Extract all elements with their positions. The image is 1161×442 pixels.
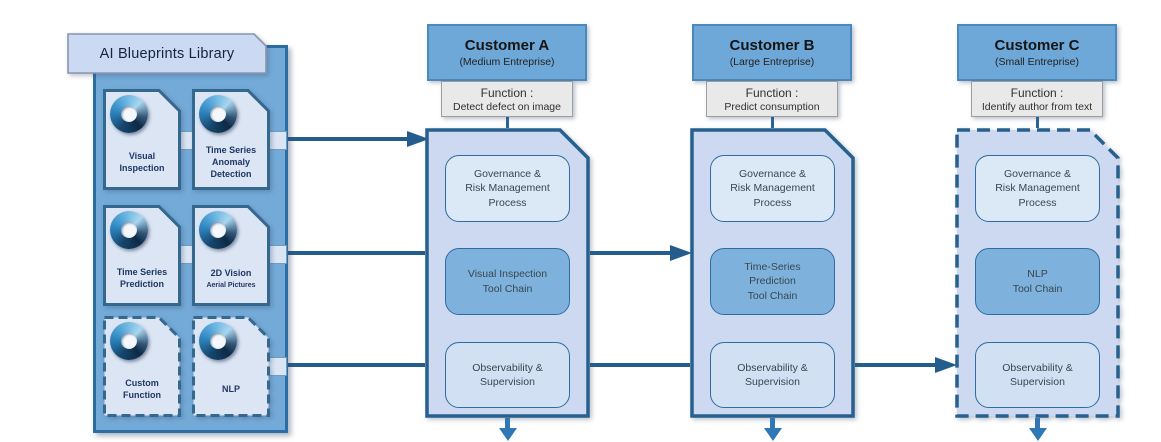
customer-c-column: Customer C (Small Entreprise) Function :…: [955, 0, 1120, 442]
library-header-plate: [67, 33, 267, 74]
card-label: Visual Inspection: [119, 151, 165, 173]
card-custom-function: Custom Function: [103, 316, 181, 417]
card-ts-anomaly-detection: Time Series Anomaly Detection: [192, 89, 270, 190]
arrow-line-b-to-c: [855, 363, 936, 367]
function-desc: Identify author from text: [981, 100, 1093, 113]
header-body-connector: [1036, 117, 1039, 128]
header-body-connector: [506, 117, 509, 128]
arrowhead-customer-c: [935, 357, 957, 373]
customer-b-header: Customer B (Large Entreprise): [692, 24, 852, 81]
output-arrow-shaft: [1035, 418, 1040, 429]
blueprint-swirl-icon: [110, 322, 148, 360]
governance-box: Governance & Risk Management Process: [710, 155, 835, 222]
swirl-hole: [210, 333, 226, 349]
observability-label: Observability & Supervision: [1002, 361, 1073, 388]
customer-a-column: Customer A (Medium Entreprise) Function …: [425, 0, 590, 442]
customer-name: Customer A: [464, 37, 550, 54]
arrowhead-customer-a: [407, 131, 429, 147]
function-title: Function :: [1010, 85, 1064, 100]
arrow-line-library-to-a-row3: [286, 363, 425, 367]
swirl-hole: [121, 222, 137, 238]
customer-a-function-box: Function : Detect defect on image: [441, 81, 573, 117]
customer-a-header: Customer A (Medium Entreprise): [427, 24, 587, 81]
toolchain-box: NLP Tool Chain: [975, 248, 1100, 315]
function-desc: Predict consumption: [724, 100, 820, 113]
customer-b-column: Customer B (Large Entreprise) Function :…: [690, 0, 855, 442]
customer-b-function-box: Function : Predict consumption: [706, 81, 838, 117]
header-body-connector: [771, 117, 774, 128]
customer-segment: (Small Entreprise): [994, 56, 1080, 68]
toolchain-label: Visual Inspection Tool Chain: [467, 268, 548, 295]
customer-segment: (Medium Entreprise): [459, 56, 555, 68]
observability-box: Observability & Supervision: [710, 342, 835, 408]
toolchain-label: NLP Tool Chain: [1012, 268, 1063, 295]
arrowhead-customer-b: [670, 245, 692, 261]
governance-box: Governance & Risk Management Process: [445, 155, 570, 222]
customer-name: Customer B: [729, 37, 815, 54]
blueprint-swirl-icon: [199, 95, 237, 133]
function-title: Function :: [745, 85, 799, 100]
observability-box: Observability & Supervision: [975, 342, 1100, 408]
card-label: Time Series Anomaly Detection: [205, 145, 257, 179]
swirl-hole: [210, 106, 226, 122]
card-ts-prediction: Time Series Prediction: [103, 205, 181, 306]
card-nlp: NLP: [192, 316, 270, 417]
customer-c-function-box: Function : Identify author from text: [971, 81, 1103, 117]
toolchain-box: Time-Series Prediction Tool Chain: [710, 248, 835, 315]
arrow-line-a-to-b: [590, 251, 671, 255]
observability-label: Observability & Supervision: [737, 361, 808, 388]
arrow-line-library-to-customer-a: [286, 137, 408, 141]
governance-label: Governance & Risk Management Process: [465, 168, 550, 209]
customer-segment: (Large Entreprise): [729, 56, 815, 68]
card-label: NLP: [222, 384, 240, 395]
observability-label: Observability & Supervision: [472, 361, 543, 388]
customer-name: Customer C: [994, 37, 1080, 54]
toolchain-box: Visual Inspection Tool Chain: [445, 248, 570, 315]
card-label-sub: Aerial Pictures: [206, 281, 256, 289]
swirl-hole: [121, 106, 137, 122]
output-arrow-shaft: [770, 418, 775, 429]
blueprint-swirl-icon: [110, 95, 148, 133]
governance-label: Governance & Risk Management Process: [995, 168, 1080, 209]
governance-box: Governance & Risk Management Process: [975, 155, 1100, 222]
function-title: Function :: [480, 85, 534, 100]
output-arrow-head: [1029, 428, 1047, 441]
toolchain-label: Time-Series Prediction Tool Chain: [744, 261, 801, 302]
blueprint-swirl-icon: [199, 211, 237, 249]
observability-box: Observability & Supervision: [445, 342, 570, 408]
swirl-hole: [121, 333, 137, 349]
library-section: AI Blueprints Library Visual Inspection …: [67, 33, 288, 435]
card-visual-inspection: Visual Inspection: [103, 89, 181, 190]
function-desc: Detect defect on image: [453, 100, 561, 113]
output-arrow-head: [499, 428, 517, 441]
card-2d-vision: 2D Vision Aerial Pictures: [192, 205, 270, 306]
customer-c-header: Customer C (Small Entreprise): [957, 24, 1117, 81]
card-label: 2D Vision Aerial Pictures: [192, 255, 270, 303]
output-arrow-shaft: [505, 418, 510, 429]
card-label-main: 2D Vision: [210, 268, 252, 279]
output-arrow-head: [764, 428, 782, 441]
blueprint-swirl-icon: [110, 211, 148, 249]
swirl-hole: [210, 222, 226, 238]
arrow-line-a-to-b-row3: [590, 363, 690, 367]
governance-label: Governance & Risk Management Process: [730, 168, 815, 209]
card-label: Custom Function: [123, 378, 161, 400]
arrow-line-library-to-a-row2: [286, 251, 425, 255]
blueprint-swirl-icon: [199, 322, 237, 360]
card-label: Time Series Prediction: [116, 267, 168, 289]
library-title: AI Blueprints Library: [99, 45, 235, 62]
